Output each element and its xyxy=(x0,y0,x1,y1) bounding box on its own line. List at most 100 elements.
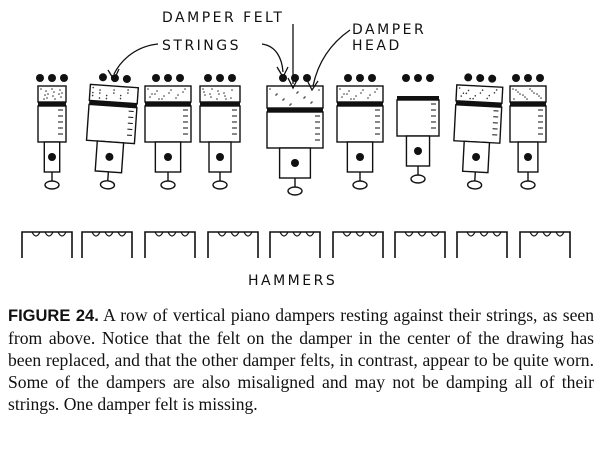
hammer xyxy=(456,231,508,258)
string-groove xyxy=(479,231,489,237)
hammer xyxy=(519,231,571,258)
felt-texture xyxy=(460,95,463,97)
felt-texture xyxy=(175,97,177,99)
felt-texture xyxy=(113,92,115,94)
felt-texture xyxy=(297,91,299,93)
felt-texture xyxy=(458,87,461,89)
felt-texture xyxy=(486,97,488,100)
felt-texture xyxy=(512,88,514,90)
string-groove xyxy=(355,231,365,237)
string-groove xyxy=(243,231,253,237)
string-dot xyxy=(164,74,172,82)
hammer-outline xyxy=(269,231,321,258)
felt-texture xyxy=(355,95,357,97)
damper-row xyxy=(36,73,547,196)
felt-texture xyxy=(231,89,233,91)
felt-texture xyxy=(493,92,496,94)
felt-texture xyxy=(481,89,484,91)
felt-texture xyxy=(163,95,165,97)
damper-wire-screw xyxy=(160,180,176,190)
string-dot xyxy=(204,74,212,82)
string-dot xyxy=(48,74,56,82)
damper-head-leader xyxy=(312,29,351,87)
hammer-row xyxy=(21,231,571,258)
felt-texture xyxy=(177,94,179,96)
hammer-outline xyxy=(456,231,508,258)
damper-felt-arrow xyxy=(287,77,299,90)
damper-wire-screw xyxy=(520,180,536,190)
felt-texture xyxy=(343,93,345,95)
felt-texture xyxy=(92,86,95,89)
hammer-outline xyxy=(21,231,73,258)
felt-texture xyxy=(296,92,298,94)
felt-texture xyxy=(467,89,470,92)
string-dot xyxy=(536,74,544,82)
damper-felt xyxy=(266,85,324,109)
damper-head xyxy=(266,111,324,149)
felt-texture xyxy=(217,90,219,92)
felt-texture xyxy=(462,92,465,94)
hammer-outline xyxy=(394,231,446,258)
felt-texture xyxy=(353,98,355,100)
string-groove xyxy=(305,231,315,237)
hammer xyxy=(269,231,321,258)
felt-texture xyxy=(469,97,471,100)
damper-wire-screw xyxy=(466,180,483,190)
string-dot xyxy=(60,74,68,82)
damper-contact-line xyxy=(200,102,240,106)
felt-texture xyxy=(495,89,498,91)
felt-texture xyxy=(210,96,212,98)
string-groove xyxy=(217,231,227,237)
string-groove xyxy=(404,231,414,237)
felt-texture xyxy=(203,91,205,93)
string-groove xyxy=(57,231,67,237)
felt-texture xyxy=(524,96,526,98)
string-groove xyxy=(368,231,378,237)
damper-contact-line xyxy=(455,100,502,108)
felt-texture xyxy=(99,92,101,94)
hammer-outline xyxy=(332,231,384,258)
felt-texture xyxy=(54,98,56,100)
string-dot xyxy=(426,74,434,82)
string-groove xyxy=(430,231,440,237)
felt-texture xyxy=(540,97,542,99)
damper xyxy=(453,73,504,190)
damper-head xyxy=(199,105,241,143)
strings-label: STRINGS xyxy=(162,38,241,54)
felt-texture xyxy=(44,94,46,96)
felt-texture xyxy=(149,96,151,98)
felt-texture xyxy=(367,97,369,99)
string-groove xyxy=(542,231,552,237)
felt-texture xyxy=(204,94,206,96)
felt-texture xyxy=(216,98,218,100)
damper xyxy=(396,74,440,184)
damper-contact-line xyxy=(89,100,138,108)
string-dot xyxy=(402,74,410,82)
string-groove xyxy=(117,231,127,237)
hammer-outline xyxy=(81,231,133,258)
felt-texture xyxy=(119,94,122,97)
felt-texture xyxy=(479,92,482,94)
damper-head-label-line1: DAMPER xyxy=(352,22,426,38)
string-dot xyxy=(152,74,160,82)
damper-screw-hole xyxy=(105,152,114,161)
felt-texture xyxy=(91,94,94,97)
damper-contact-line xyxy=(510,102,546,106)
felt-texture xyxy=(536,93,538,95)
felt-texture xyxy=(303,97,305,99)
string-dot xyxy=(122,74,131,83)
damper-screw-hole xyxy=(356,153,364,161)
damper-wire-screw xyxy=(212,180,228,190)
felt-texture xyxy=(60,96,62,98)
damper-felt xyxy=(88,83,140,105)
felt-texture xyxy=(168,92,170,94)
damper-head xyxy=(509,105,547,143)
felt-texture xyxy=(531,90,533,92)
damper-screw-hole xyxy=(414,147,422,155)
felt-texture xyxy=(374,91,376,93)
damper-screw-hole xyxy=(216,153,224,161)
string-dot xyxy=(356,74,364,82)
damper-wire-screw xyxy=(44,180,60,190)
hammer xyxy=(81,231,133,258)
felt-texture xyxy=(282,99,284,101)
